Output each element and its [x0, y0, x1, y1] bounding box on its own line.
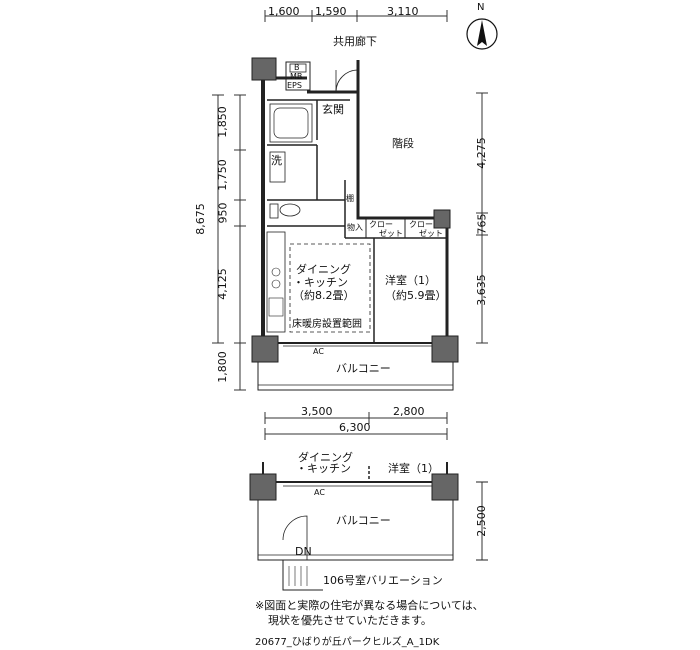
variation-dining-kitchen-label: ダイニング	[298, 451, 353, 464]
closet-1b-label: ゼット	[379, 229, 403, 238]
left-dimension-4: 4,125	[215, 268, 229, 300]
western-room-label: 洋室（1）	[385, 274, 436, 287]
dining-kitchen-label-2: ・キッチン	[293, 276, 348, 289]
footer-id: 20677_ひばりが丘パークヒルズ_A_1DK	[255, 637, 440, 648]
right-dimension-1: 4,275	[474, 137, 488, 169]
north-compass-icon	[462, 8, 502, 52]
variation-caption: 106号室バリエーション	[323, 574, 443, 587]
left-dimension-2: 1,750	[215, 159, 229, 191]
shelf-label: 棚	[346, 194, 354, 203]
balcony-label: バルコニー	[336, 362, 391, 375]
mb-label: MB	[290, 72, 303, 81]
closet-1-label: クロー	[369, 220, 393, 229]
left-dimension-3: 950	[216, 202, 230, 224]
top-dimension-3: 3,110	[387, 5, 419, 18]
right-dimension-2: 765	[475, 213, 489, 235]
variation-balcony-label: バルコニー	[336, 514, 391, 527]
closet-2-label: クロー	[409, 220, 433, 229]
bottom-total-dimension: 6,300	[339, 421, 371, 434]
ac-label: AC	[313, 347, 324, 356]
dining-kitchen-label: ダイニング	[296, 263, 351, 276]
stairs-label: 階段	[392, 137, 414, 150]
variation-ac-label: AC	[314, 488, 325, 497]
note-line-2: 現状を優先させていただきます。	[268, 614, 432, 627]
compass-label: N	[477, 2, 485, 13]
left-dimension-5: 1,800	[215, 351, 229, 383]
entrance-label: 玄関	[322, 103, 344, 116]
bottom-dimension-2: 2,800	[393, 405, 425, 418]
western-room-size: （約5.9畳）	[385, 289, 447, 302]
dining-kitchen-size: （約8.2畳）	[293, 289, 355, 302]
variation-right-dimension: 2,500	[474, 505, 488, 537]
corridor-label: 共用廊下	[333, 35, 377, 48]
mb-b-label: B	[294, 63, 300, 72]
note-line-1: ※図面と実際の住宅が異なる場合については、	[255, 599, 484, 612]
top-dimension-1: 1,600	[268, 5, 300, 18]
variation-dining-kitchen-label-2: ・キッチン	[296, 462, 351, 475]
storage-label: 物入	[347, 223, 363, 232]
variation-dn-label: DN	[295, 545, 312, 558]
left-total-dimension: 8,675	[193, 203, 207, 235]
closet-2b-label: ゼット	[419, 229, 443, 238]
right-dimension-3: 3,635	[474, 274, 488, 306]
variation-room-label: 洋室（1）	[388, 462, 439, 475]
left-dimension-1: 1,850	[215, 106, 229, 138]
eps-label: EPS	[287, 81, 302, 90]
top-dimension-2: 1,590	[315, 5, 347, 18]
bottom-dimension-1: 3,500	[301, 405, 333, 418]
wash-label: 洗	[271, 154, 282, 167]
floor-heating-label: 床暖房設置範囲	[292, 319, 362, 330]
